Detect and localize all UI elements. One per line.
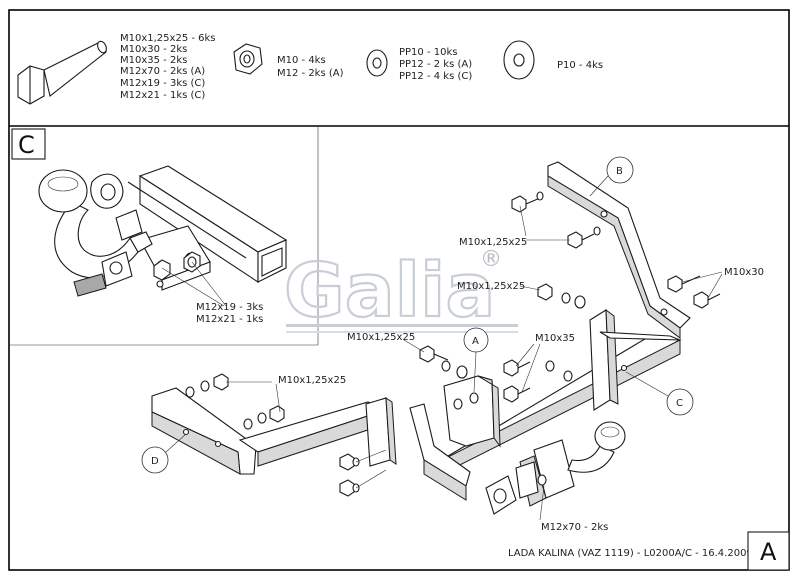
- b-bolt2-leader: [519, 285, 541, 291]
- detail-leader-2: [191, 261, 227, 307]
- m12x70-label: M12x70 - 2ks: [541, 522, 608, 533]
- callout-b: B: [616, 166, 623, 177]
- bolt-qty-1: M10x1,25x25 - 6ks: [120, 33, 216, 44]
- detail-letter: C: [18, 131, 35, 159]
- logo-underline: [286, 324, 518, 327]
- a-bolt-leader: [403, 339, 425, 353]
- detail-label-2: M12x21 - 1ks: [196, 314, 263, 325]
- callout-c: C: [676, 398, 683, 409]
- bolt-qty-6: M12x21 - 1ks (C): [120, 90, 205, 101]
- sheet-letter-box: [747, 531, 790, 571]
- m10x35-leader-2: [521, 343, 541, 393]
- main-tow-ball-mount: [519, 421, 626, 507]
- m10x35-bolts: [503, 359, 573, 403]
- washer-p-qty-1: P10 - 4ks: [557, 60, 603, 71]
- detail-locking-latch: [73, 251, 133, 297]
- footer-caption: LADA KALINA (VAZ 1119) - L0200A/C - 16.4…: [508, 548, 753, 559]
- bolt-qty-3: M10x35 - 2ks: [120, 55, 187, 66]
- b-bolt2-label: M10x1,25x25: [457, 281, 525, 292]
- detail-coupling-mechanism: [90, 173, 143, 241]
- detail-letter-box: [11, 128, 46, 160]
- logo-registered-mark: ®: [480, 247, 502, 272]
- washer-pp-qty-1: PP10 - 10ks: [399, 47, 457, 58]
- callout-d-circle: [141, 446, 169, 474]
- a-bolt-parts: [419, 345, 468, 379]
- d-leader-2: [275, 383, 281, 413]
- flat-washer-icon: [503, 40, 535, 80]
- callout-c-leader: [625, 371, 669, 397]
- a-bolt-label: M10x1,25x25: [347, 332, 415, 343]
- bracket-a: [443, 375, 501, 448]
- b-leader-1: [519, 205, 527, 237]
- callout-a-leader: [473, 351, 477, 393]
- drawing-frame: [8, 9, 790, 571]
- d-bolt-label: M10x1,25x25: [278, 375, 346, 386]
- logo-text: Galia: [284, 248, 495, 334]
- bolt-icon: [17, 40, 107, 105]
- d-nuts: [339, 453, 360, 497]
- b-bolts: [511, 191, 601, 249]
- m10x35-leader-1: [515, 343, 535, 367]
- m10x35-label: M10x35: [535, 333, 575, 344]
- callout-d-leader: [165, 433, 187, 453]
- b-bolt2-parts: [537, 283, 586, 309]
- nut-qty-2: M12 - 2ks (A): [277, 68, 344, 79]
- galia-watermark-logo: Galia ®: [283, 247, 518, 335]
- spring-washer-icon: [366, 49, 388, 77]
- logo-underline-2: [286, 331, 518, 333]
- m10x30-label: M10x30: [724, 267, 764, 278]
- detail-leader-1: [161, 267, 225, 307]
- d-nut-leader-2: [355, 469, 387, 489]
- callout-c-circle: [666, 388, 694, 416]
- m10x30-leader-1: [681, 271, 723, 283]
- bolt-qty-4: M12x70 - 2ks (A): [120, 66, 205, 77]
- bolt-qty-5: M12x19 - 3ks (C): [120, 78, 205, 89]
- m10x30-leader-2: [707, 273, 723, 299]
- d-bolt-parts: [185, 373, 285, 430]
- nut-qty-1: M10 - 4ks: [277, 55, 326, 66]
- callout-d: D: [151, 456, 159, 467]
- callout-b-circle: [606, 156, 634, 184]
- main-electric-socket: [485, 461, 539, 515]
- detail-tow-ball: [38, 169, 88, 213]
- m10x30-bolts: [667, 275, 721, 309]
- washer-pp-qty-2: PP12 - 2 ks (A): [399, 59, 472, 70]
- nut-icon: [233, 43, 263, 75]
- bracket-d: [151, 387, 397, 475]
- callout-b-leader: [589, 175, 609, 197]
- b-bolt-label: M10x1,25x25: [459, 237, 527, 248]
- washer-pp-qty-3: PP12 - 4 ks (C): [399, 71, 472, 82]
- detail-square-receiver-tube: [127, 165, 288, 284]
- callout-a: A: [472, 336, 479, 347]
- m12x70-leader: [539, 485, 545, 521]
- detail-label-1: M12x19 - 3ks: [196, 302, 263, 313]
- bracket-b: [547, 161, 691, 339]
- d-nut-leader-1: [355, 449, 387, 463]
- bolt-qty-2: M10x30 - 2ks: [120, 44, 187, 55]
- sheet-letter: A: [760, 538, 777, 566]
